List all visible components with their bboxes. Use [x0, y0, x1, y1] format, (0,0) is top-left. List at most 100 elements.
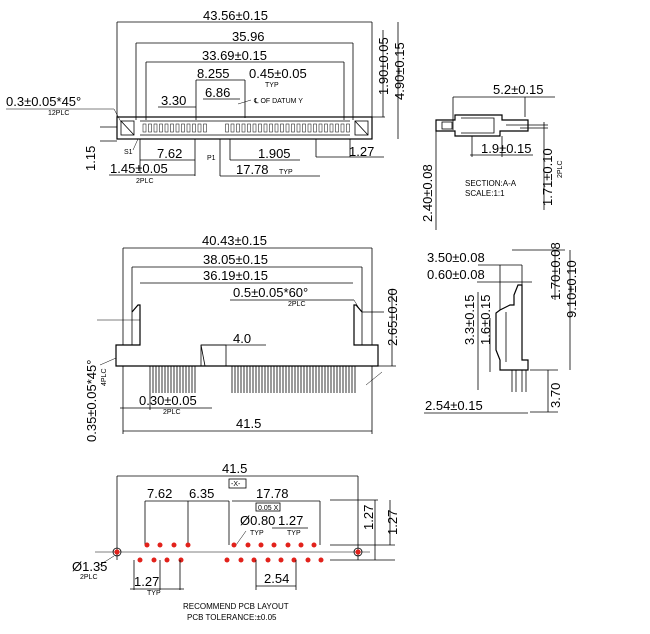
pcb-pad	[285, 542, 291, 548]
pcb-pad	[251, 557, 257, 563]
contact-slot	[192, 123, 196, 133]
datum-x: -X-	[231, 481, 241, 488]
contact-slot	[241, 123, 246, 133]
dia-080: Ø0.80	[240, 513, 275, 528]
contact-slot	[324, 123, 328, 133]
pcb-dim-127a: 1.27	[361, 505, 376, 530]
dim-16: 1.6±0.15	[478, 294, 493, 345]
dim-030-note: 2PLC	[163, 409, 181, 416]
contact-slot	[170, 123, 174, 133]
dim-chamfer: 0.3±0.05*45°	[6, 94, 81, 109]
mount-hole-pad	[114, 549, 120, 555]
dim-8255: 8.255	[197, 66, 230, 81]
pcb-pad	[185, 542, 191, 548]
pcb-pad	[144, 542, 150, 548]
pcb-dim-415: 41.5	[222, 461, 247, 476]
dim-width-2: 35.96	[232, 29, 265, 44]
contact-slot	[285, 123, 290, 133]
contact-slot	[318, 123, 323, 133]
dim-33: 3.3±0.15	[462, 294, 477, 345]
contact-slot	[335, 123, 339, 133]
dim-3805: 38.05±0.15	[203, 252, 268, 267]
contact-slot	[346, 123, 350, 133]
contact-slot	[197, 123, 202, 133]
dim-171-note: 2PLC	[557, 160, 564, 178]
label-s1: S1	[124, 149, 133, 156]
contact-slot	[296, 123, 301, 133]
contact-slot	[148, 123, 152, 133]
dim-490: 4.90±0.15	[392, 42, 407, 100]
top-view: 43.56±0.15 35.96 33.69±0.15 8.255 0.45±0…	[6, 8, 407, 185]
contact-slot	[186, 123, 191, 133]
section-scale: SCALE:1:1	[465, 189, 505, 198]
section-view: 5.2±0.15 1.9±0.15 2.40±0.08 1.71±0.10 2P…	[420, 82, 564, 230]
contact-slot	[175, 123, 180, 133]
contact-slot	[280, 123, 284, 133]
contact-slot	[274, 123, 279, 133]
pcb-pad	[238, 557, 244, 563]
label-p1: P1	[207, 155, 216, 162]
front-view: 40.43±0.15 38.05±0.15 36.19±0.15 0.5±0.0…	[84, 233, 400, 442]
dim-19: 1.9±0.15	[481, 141, 532, 156]
contact-slot	[340, 123, 345, 133]
dim-045: 0.45±0.05	[249, 66, 307, 81]
dim-170: 1.70±0.08	[548, 242, 563, 300]
pcb-pad	[258, 542, 264, 548]
dim-1778: 17.78	[236, 162, 269, 177]
contact-slot	[263, 123, 268, 133]
chamfer-45-note: 4PLC	[101, 368, 108, 386]
pcb-pad	[265, 557, 271, 563]
dim-chamfer-45: 0.35±0.05*45°	[84, 360, 99, 442]
dim-686: 6.86	[205, 85, 230, 100]
dim-4043: 40.43±0.15	[202, 233, 267, 248]
dim-240: 2.40±0.08	[420, 164, 435, 222]
pcb-dim-635: 6.35	[189, 486, 214, 501]
pitch-127: 1.27	[278, 513, 303, 528]
typ-note-1: TYP	[265, 82, 279, 89]
dim-chamfer-60: 0.5±0.05*60°	[233, 285, 308, 300]
pcb-pad	[278, 557, 284, 563]
side-view: 3.50±0.08 0.60±0.08 1.70±0.08 9.10±0.10 …	[424, 242, 579, 414]
dim-370: 3.70	[548, 383, 563, 408]
pcb-pad	[298, 542, 304, 548]
front-pin-row	[149, 366, 356, 393]
dim-1905: 1.905	[258, 146, 291, 161]
contact-slot	[307, 123, 312, 133]
dim-190: 1.90±0.05	[376, 37, 391, 95]
dim-254: 2.54±0.15	[425, 398, 483, 413]
contact-slot	[291, 123, 295, 133]
pcb-dim-254: 2.54	[264, 571, 289, 586]
dim-127: 1.27	[349, 144, 374, 159]
pcb-dim-127b: 1.27	[385, 510, 400, 535]
contact-slot	[302, 123, 306, 133]
contact-slot	[181, 123, 185, 133]
dim-171: 1.71±0.10	[540, 148, 555, 206]
contact-slot	[153, 123, 158, 133]
section-title: SECTION:A-A	[465, 179, 517, 188]
contact-slot	[313, 123, 317, 133]
pcb-dim-1778: 17.78	[256, 486, 289, 501]
pitch-127-note: TYP	[287, 530, 301, 537]
pcb-pad	[245, 542, 251, 548]
pcb-pad	[171, 542, 177, 548]
dim-1778-note: TYP	[279, 169, 293, 176]
pcb-dim-127c-note: TYP	[147, 590, 161, 597]
pcb-pad	[224, 557, 230, 563]
dim-3619: 36.19±0.15	[203, 268, 268, 283]
datum-note: ℄ OF DATUM Y	[253, 98, 303, 105]
contact-slot	[252, 123, 257, 133]
pcb-pad	[305, 557, 311, 563]
contact-slot	[236, 123, 240, 133]
pcb-pad	[271, 542, 277, 548]
pcb-pad	[178, 557, 184, 563]
pcb-dim-762: 7.62	[147, 486, 172, 501]
pcb-pad	[137, 557, 143, 563]
chamfer-note: 12PLC	[48, 110, 69, 117]
dia-135-note: 2PLC	[80, 574, 98, 581]
dim-52: 5.2±0.15	[493, 82, 544, 97]
contact-slot	[159, 123, 163, 133]
dim-40: 4.0	[233, 331, 251, 346]
contact-slot	[142, 123, 147, 133]
dim-060: 0.60±0.08	[427, 267, 485, 282]
pcb-pad	[318, 557, 324, 563]
